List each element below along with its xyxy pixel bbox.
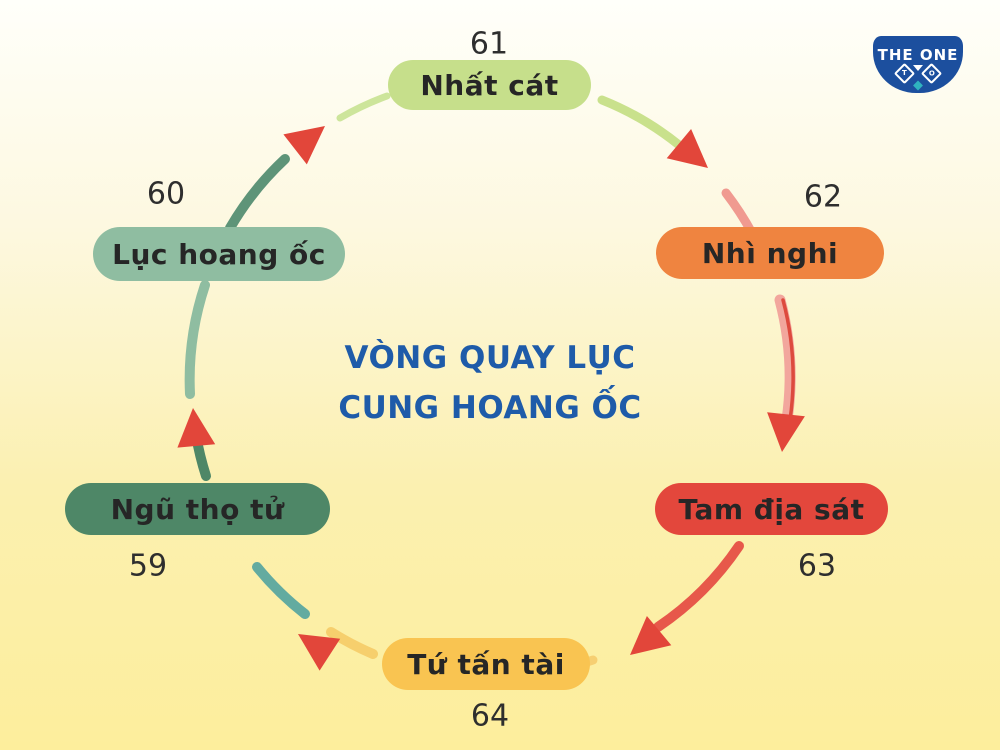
arrowhead-icon [666,129,708,168]
arc-stub-luchoangoc [184,280,210,399]
node-number-61: 61 [469,26,509,62]
page-title: VÒNG QUAY LỤC CUNG HOANG ỐC [290,333,690,433]
arc-luchoangoc-to-nhatcat [225,154,290,233]
node-nhi-nghi: Nhì nghi [656,227,884,279]
emblem-teal-diamond-icon [913,80,923,90]
arrowhead-icon [630,616,672,655]
emblem-diamond-left-icon: T [893,62,916,84]
arrowhead-icon [767,412,805,452]
node-number-64: 64 [470,698,510,734]
node-number-60: 60 [146,176,186,212]
node-nhat-cat: Nhất cát [388,60,591,110]
node-tu-tan-tai: Tứ tấn tài [382,638,590,690]
arc-tutantai-to-nguthotu [326,627,378,659]
node-ngu-tho-tu: Ngũ thọ tử [65,483,330,535]
arrowhead-icon [298,634,341,671]
node-luc-hoang-oc: Lục hoang ốc [93,227,345,281]
arc-stub-nhatcat [336,92,391,122]
the-one-emblem-icon: T O [888,62,948,90]
node-number-62: 62 [803,179,843,215]
arc-nhinghi-to-tamdiasat [774,294,796,426]
node-number-63: 63 [797,548,837,584]
arrowhead-icon [177,408,216,448]
arc-edge-highlight [781,298,795,422]
node-tam-dia-sat: Tam địa sát [655,483,888,535]
page-title-line1: VÒNG QUAY LỤC [344,340,636,376]
emblem-triangle-icon [913,64,923,71]
arc-stub-nguthotu [252,562,310,619]
arc-nhatcat-to-nhinghi [597,95,684,150]
page-title-line2: CUNG HOANG ỐC [338,390,642,427]
node-number-59: 59 [128,548,168,584]
the-one-logo: THE ONE T O [873,36,963,93]
emblem-diamond-right-icon: O [920,62,943,84]
arrowhead-icon [283,126,325,165]
logo-text: THE ONE [877,45,959,64]
arc-tamdiasat-to-tutantai [653,541,744,632]
